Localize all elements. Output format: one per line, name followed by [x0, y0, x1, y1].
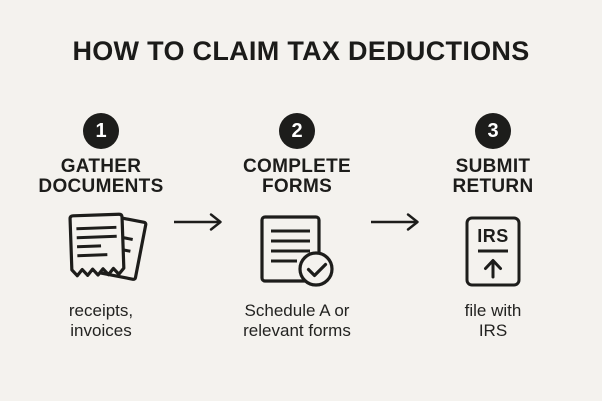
- form-checkmark-icon: [260, 215, 334, 287]
- step-2-icon-slot: [207, 209, 387, 293]
- step-3-icon-slot: IRS: [403, 209, 583, 293]
- irs-upload-icon: IRS: [465, 216, 521, 286]
- step-3-title-line-2: RETURN: [452, 176, 534, 197]
- step-1-column: 1 GATHER DOCUMENTS: [11, 0, 191, 401]
- step-3-title: SUBMIT RETURN: [403, 157, 583, 197]
- step-1-caption-line-2: invoices: [70, 321, 132, 340]
- receipts-icon: [68, 212, 148, 281]
- step-1-caption-line-1: receipts,: [68, 301, 134, 320]
- step-1-title-line-2: DOCUMENTS: [38, 176, 164, 197]
- step-2-caption: Schedule A or relevant forms: [207, 301, 387, 341]
- step-2-title-line-1: COMPLETE: [243, 156, 351, 177]
- flow-arrow-icon: [174, 213, 222, 231]
- page-title: HOW TO CLAIM TAX DEDUCTIONS: [72, 36, 530, 66]
- step-1-title-line-1: GATHER: [60, 156, 142, 177]
- flow-arrow-icon: [371, 213, 419, 231]
- step-1-icon-slot: [11, 209, 191, 293]
- step-3-column: 3 SUBMIT RETURN IRS file with IRS: [403, 0, 583, 401]
- step-3-caption: file with IRS: [403, 301, 583, 341]
- step-1-number-badge: 1: [83, 113, 119, 149]
- step-3-caption-line-2: IRS: [478, 321, 508, 340]
- step-1-title: GATHER DOCUMENTS: [11, 157, 191, 197]
- step-3-caption-line-1: file with: [464, 301, 522, 320]
- step-2-title-line-2: FORMS: [261, 176, 333, 197]
- step-2-caption-line-1: Schedule A or: [244, 301, 350, 320]
- step-2-caption-line-2: relevant forms: [243, 321, 351, 340]
- step-2-column: 2 COMPLETE FORMS Schedule A or relevant …: [207, 0, 387, 401]
- step-2-number-badge: 2: [279, 113, 315, 149]
- step-1-caption: receipts, invoices: [11, 301, 191, 341]
- irs-icon-label: IRS: [477, 226, 509, 246]
- step-2-title: COMPLETE FORMS: [207, 157, 387, 197]
- step-3-title-line-1: SUBMIT: [455, 156, 531, 177]
- step-3-number-badge: 3: [475, 113, 511, 149]
